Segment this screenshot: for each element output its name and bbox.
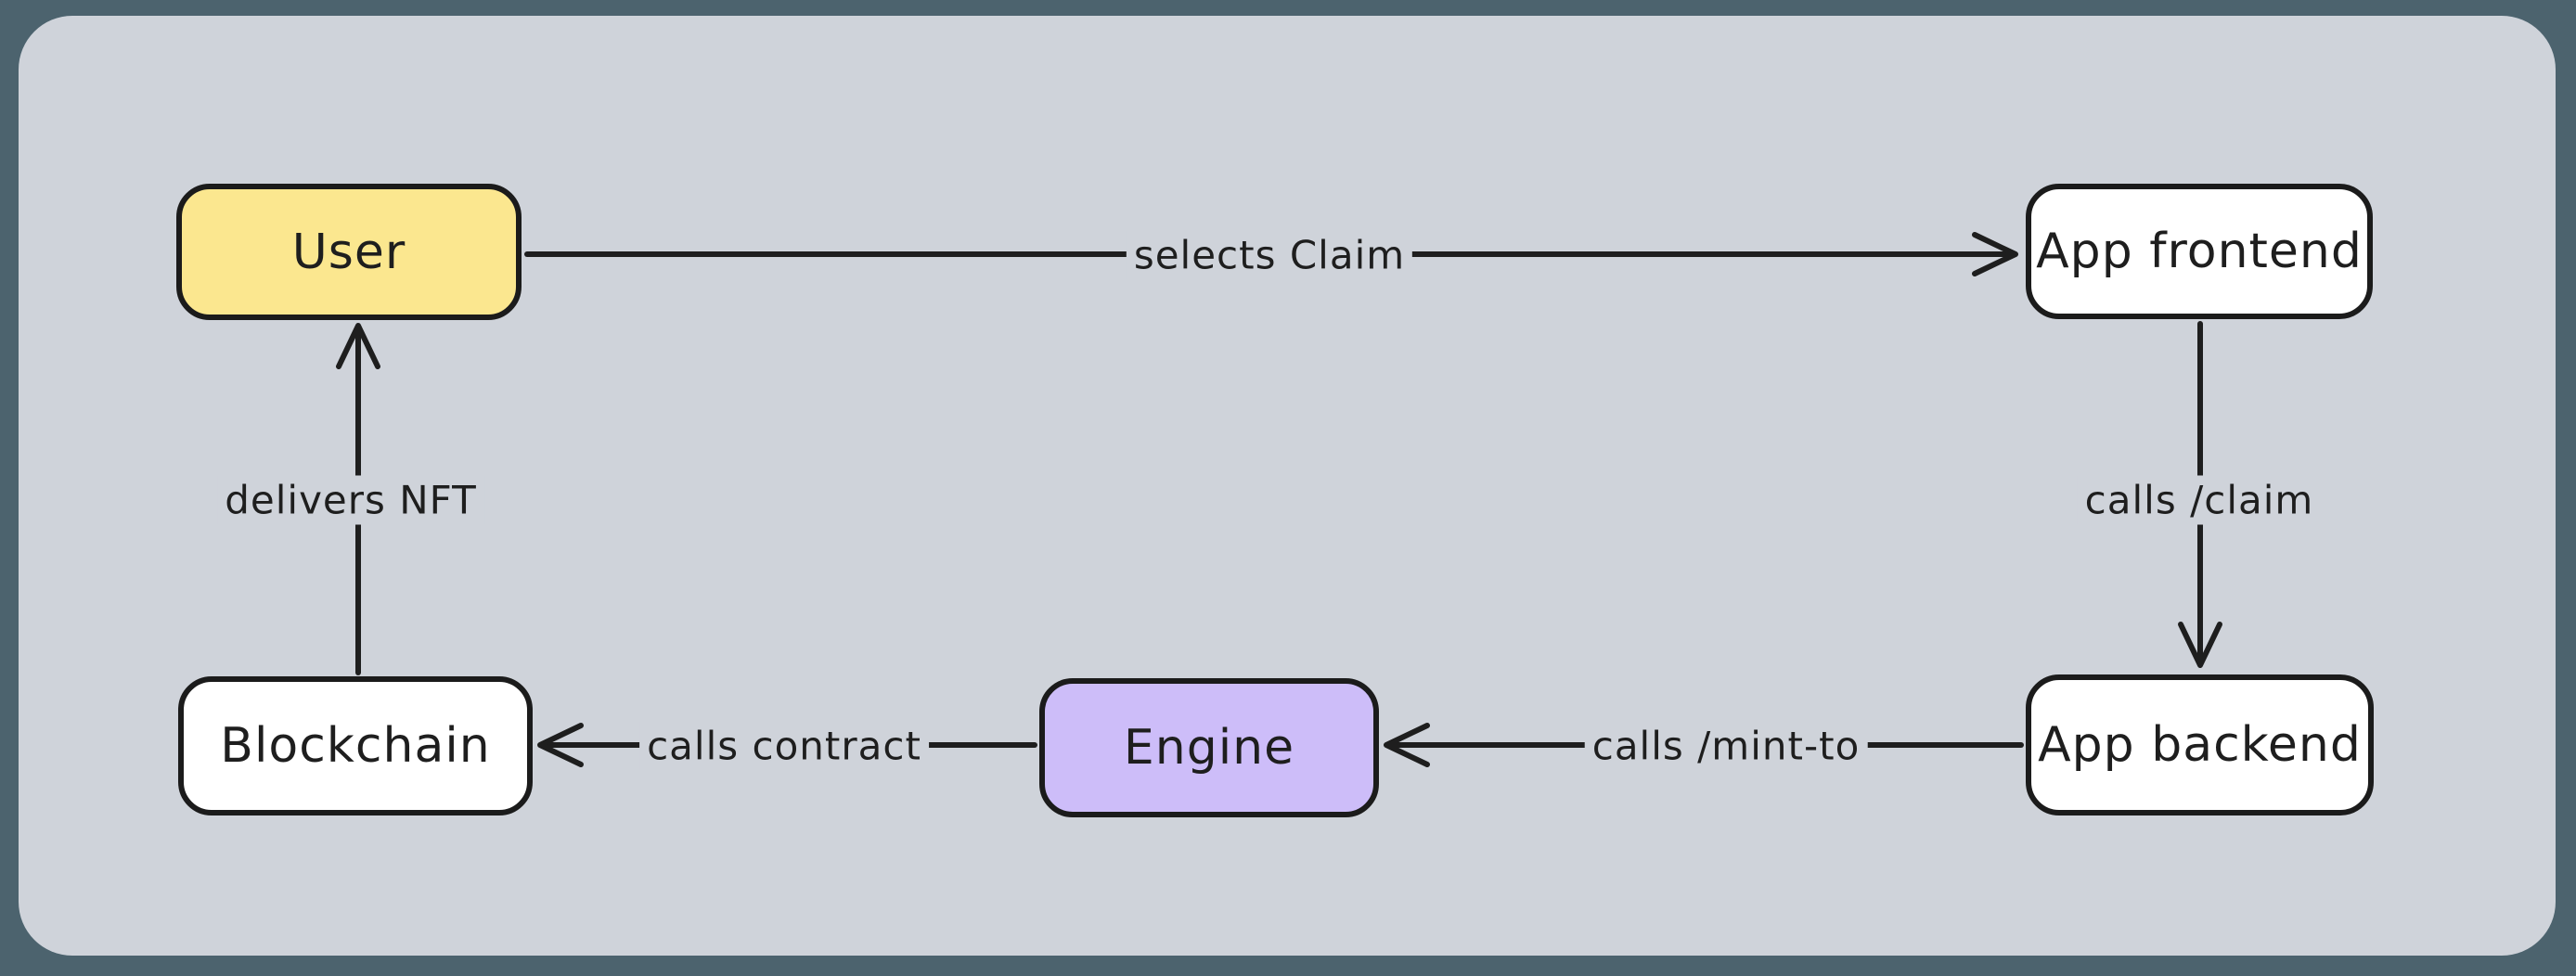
edge-label-calls-mint-to: calls /mint-to <box>1584 721 1868 771</box>
edge-label-selects-claim: selects Claim <box>1126 230 1413 280</box>
edge-label-calls-contract: calls contract <box>639 721 929 771</box>
arrowhead-left-icon <box>1384 723 1430 767</box>
arrowhead-down-icon <box>2178 622 2222 668</box>
arrowhead-up-icon <box>336 323 380 369</box>
edge-label-calls-claim: calls /claim <box>2077 475 2322 525</box>
node-user: User <box>176 184 522 320</box>
node-user-label: User <box>291 224 406 280</box>
node-app-frontend-label: App frontend <box>2036 224 2363 279</box>
edge-label-delivers-nft: delivers NFT <box>217 475 484 525</box>
node-engine-label: Engine <box>1123 720 1295 776</box>
node-app-backend-label: App backend <box>2038 717 2362 773</box>
node-app-backend: App backend <box>2026 674 2374 815</box>
node-blockchain: Blockchain <box>178 676 533 815</box>
node-blockchain-label: Blockchain <box>220 718 491 774</box>
diagram-canvas: User App frontend App backend Engine Blo… <box>19 16 2556 956</box>
node-app-frontend: App frontend <box>2026 184 2373 319</box>
node-engine: Engine <box>1039 678 1379 817</box>
arrowhead-right-icon <box>1972 232 2018 276</box>
arrowhead-left-icon <box>537 723 584 767</box>
